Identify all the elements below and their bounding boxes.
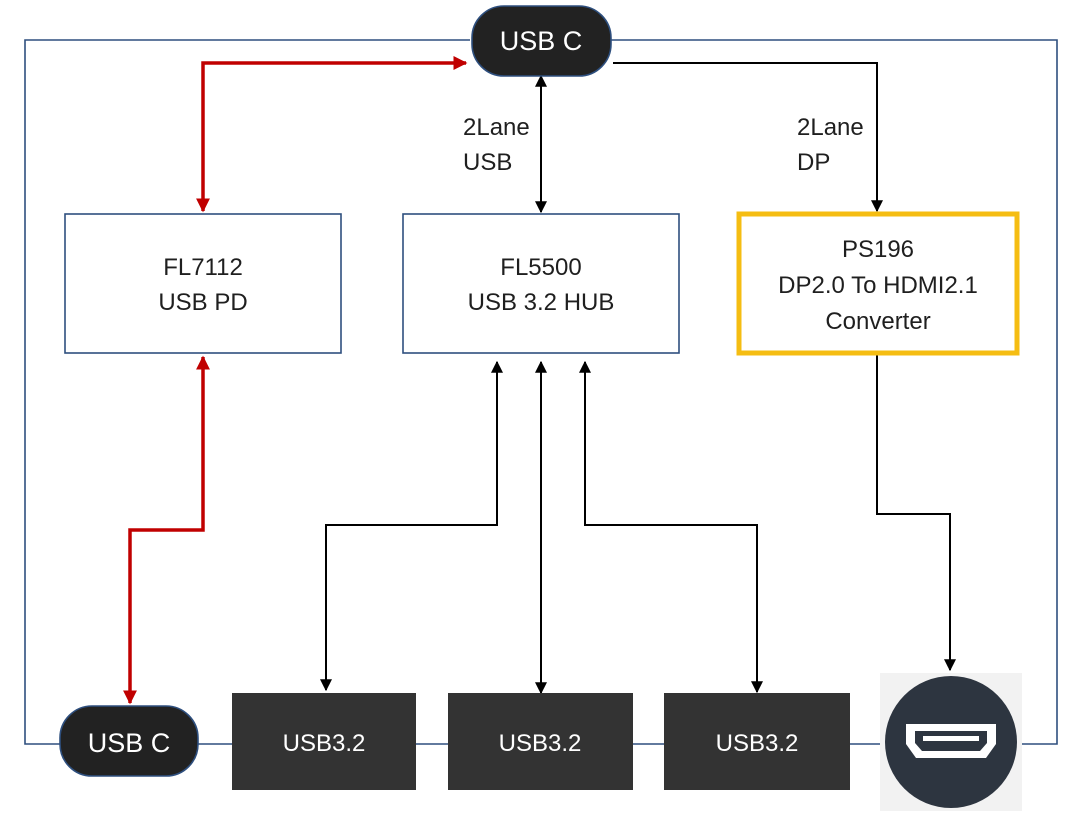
dp-lane-count: 2Lane [797,114,864,141]
usb-port-3: USB3.2 [664,693,850,790]
usb-port-2: USB3.2 [448,693,633,790]
pd-path-top [196,56,468,213]
ps196-name: PS196 [842,236,914,263]
enclosure-frame [24,39,1058,745]
usb-port-2-label: USB3.2 [499,730,582,757]
fl5500-function: USB 3.2 HUB [468,289,615,316]
usb-port-3-label: USB3.2 [716,730,799,757]
hdmi-path [876,355,956,672]
dp-lane-type: DP [797,149,830,176]
fl7112-block: FL7112 USB PD [64,213,342,354]
hub-path-left [320,360,503,692]
usb-c-top-label: USB C [500,26,583,56]
ps196-block: PS196 DP2.0 To HDMI2.1 Converter [736,211,1020,356]
hdmi-port [880,673,1022,811]
ps196-function: DP2.0 To HDMI2.1 [778,272,978,299]
ps196-function-line2: Converter [825,308,930,335]
hdmi-icon [906,724,996,758]
hub-path-right [579,360,763,694]
usb-lane-count: 2Lane [463,114,530,141]
dp-lane-path [613,62,883,213]
usb-port-1-label: USB3.2 [283,730,366,757]
fl5500-name: FL5500 [500,254,581,281]
usb-port-1: USB3.2 [232,693,416,790]
fl7112-function: USB PD [158,289,247,316]
usb-c-bottom-port: USB C [59,705,199,777]
fl7112-name: FL7112 [163,254,243,281]
usb-c-bottom-label: USB C [88,728,171,758]
pd-path-bottom [123,355,210,705]
usb-c-top-port: USB C [471,5,612,77]
usb-lane-type: USB [463,149,512,176]
fl5500-block: FL5500 USB 3.2 HUB [402,213,680,354]
